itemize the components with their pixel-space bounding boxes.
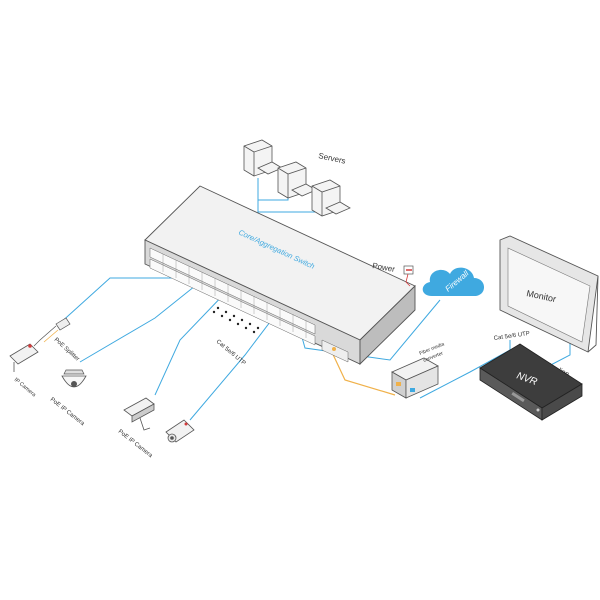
switch-port-dividers — [162, 254, 307, 338]
cat-utp-right-label: Cat 5e/6 UTP — [493, 331, 530, 342]
servers-group — [243, 139, 351, 217]
cable-dome-camera — [79, 281, 201, 363]
power-plug-icon — [403, 265, 414, 287]
poe-ip-camera-bullet-label: PoE IP Camera — [117, 429, 154, 460]
cable-ip-camera — [57, 277, 190, 326]
firewall-cloud-icon — [422, 267, 485, 296]
bullet-camera-icon — [123, 397, 155, 431]
switch-ports — [149, 247, 316, 346]
poe-ip-camera-dome-label: PoE IP Camera — [49, 397, 86, 428]
cable-bullet-camera-1 — [154, 289, 229, 396]
cable-nvr — [419, 340, 511, 399]
switch-sfp-ports — [321, 339, 349, 363]
ip-camera-icon — [9, 343, 39, 372]
bullet-camera-icon — [165, 419, 195, 443]
fiber-port-icon — [332, 347, 336, 351]
servers-label: Servers — [318, 151, 347, 166]
nvr-icon — [479, 343, 583, 421]
monitor-icon — [499, 235, 599, 353]
server-icon — [277, 161, 317, 199]
cat-utp-left-label: Cat 5e/6 UTP — [215, 339, 247, 367]
poe-splitter-icon — [33, 317, 71, 347]
dome-camera-icon — [61, 369, 87, 388]
ip-camera-label: IP Camera — [13, 377, 38, 399]
server-icon — [243, 139, 283, 177]
power-label: Power — [372, 261, 396, 274]
server-icon — [311, 179, 351, 217]
switch-icon — [144, 185, 416, 366]
cable-bundle-dots — [212, 306, 260, 334]
cable-fiber — [329, 347, 396, 396]
poe-splitter-label: PoE Splitter — [53, 337, 81, 363]
media-converter-icon — [391, 357, 439, 399]
